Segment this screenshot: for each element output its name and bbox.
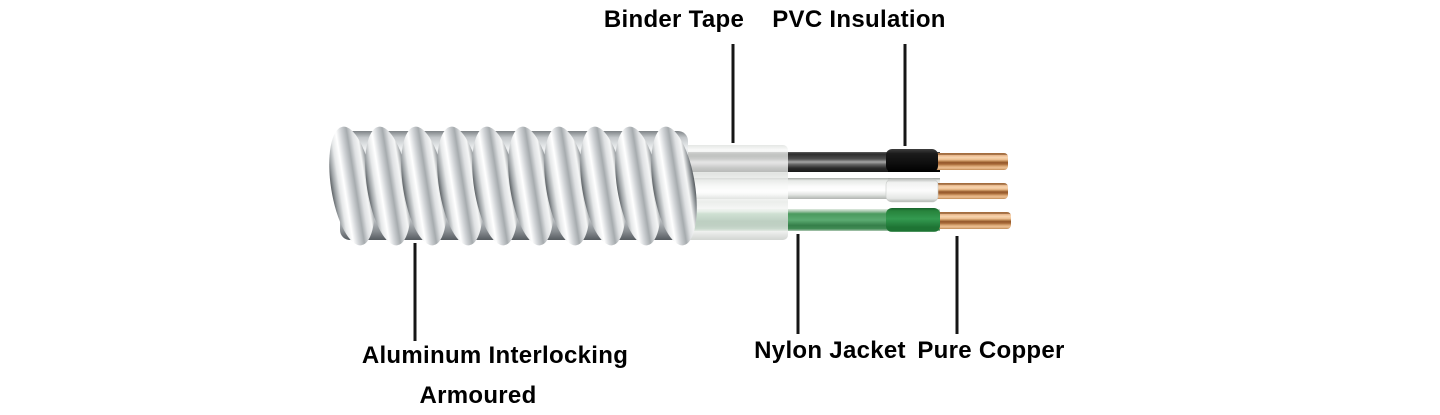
label-nylon-jacket: Nylon Jacket [754, 337, 906, 364]
copper-rod-middle [930, 183, 1008, 199]
pvc-sleeve-black [886, 149, 938, 172]
pvc-sleeve-white [885, 178, 939, 203]
copper-rod-top [930, 153, 1008, 170]
copper-conductors-graphic [930, 153, 1011, 229]
aluminum-armor-graphic [321, 123, 705, 249]
label-pvc-insulation: PVC Insulation [772, 6, 946, 33]
pvc-sleeve-green [886, 208, 940, 232]
pvc-sleeves-graphic [885, 149, 940, 232]
label-aluminum-interlocking: Aluminum Interlocking [361, 342, 629, 369]
label-pure-copper: Pure Copper [917, 337, 1065, 364]
label-binder-tape: Binder Tape [603, 6, 745, 33]
label-armoured: Armoured [419, 382, 537, 409]
copper-rod-bottom [930, 212, 1011, 229]
leader-lines [413, 44, 959, 341]
nylon-film-graphic [788, 148, 888, 236]
